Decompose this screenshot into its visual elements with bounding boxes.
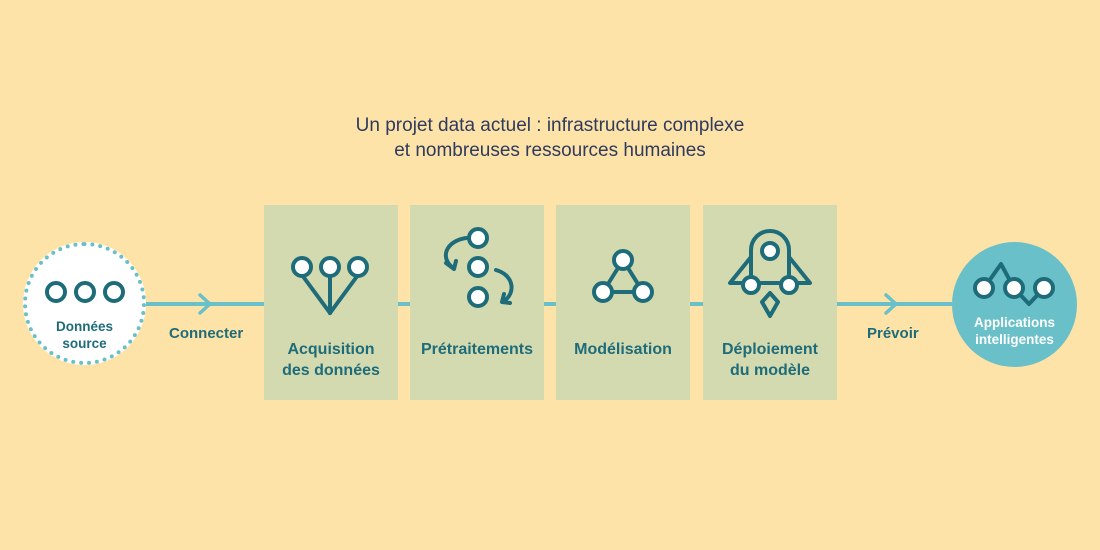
triangle-network-icon: [592, 249, 654, 303]
diagram-title: Un projet data actuel : infrastructure c…: [0, 113, 1100, 163]
target-label-line-2: intelligentes: [975, 332, 1054, 347]
connect-label: Connecter: [169, 325, 244, 342]
stage-label-line-1: Acquisition: [287, 341, 375, 358]
stage-deploiement: Déploiement du modèle: [703, 205, 837, 400]
stage-label: Modélisation: [556, 339, 690, 360]
three-circles-icon: [45, 281, 125, 303]
stage-label: Prétraitements: [410, 339, 544, 360]
merge-nodes-icon: [291, 256, 369, 315]
target-label-line-1: Applications: [973, 315, 1055, 330]
cycle-nodes-icon: [443, 227, 514, 308]
stage-label: Acquisition des données: [264, 339, 398, 381]
stage-label: Déploiement du modèle: [703, 339, 837, 381]
stage-modelisation: Modélisation: [556, 205, 690, 400]
title-line-2: et nombreuses ressources humaines: [394, 140, 706, 161]
stage-label-line-2: des données: [282, 362, 380, 379]
source-data-node: Données source: [23, 242, 146, 365]
intelligent-apps-node: Applications intelligentes: [952, 242, 1077, 367]
arrow-right-icon: [884, 293, 898, 315]
rocket-icon: [728, 229, 812, 318]
stage-label-line-1: Prétraitements: [420, 341, 534, 358]
stage-label-line-2: du modèle: [729, 362, 810, 379]
source-label: Données source: [27, 318, 142, 352]
zigzag-nodes-icon: [973, 262, 1055, 306]
stage-pretraitements: Prétraitements: [410, 205, 544, 400]
source-label-line-2: source: [62, 336, 107, 351]
stage-acquisition: Acquisition des données: [264, 205, 398, 400]
stage-label-line-1: Modélisation: [574, 341, 672, 358]
source-label-line-1: Données: [55, 319, 113, 334]
predict-label: Prévoir: [867, 325, 919, 342]
arrow-right-icon: [198, 293, 212, 315]
target-label: Applications intelligentes: [952, 314, 1077, 348]
flow-line: [146, 302, 952, 306]
title-line-1: Un projet data actuel : infrastructure c…: [355, 115, 745, 136]
stage-label-line-1: Déploiement: [721, 341, 818, 358]
